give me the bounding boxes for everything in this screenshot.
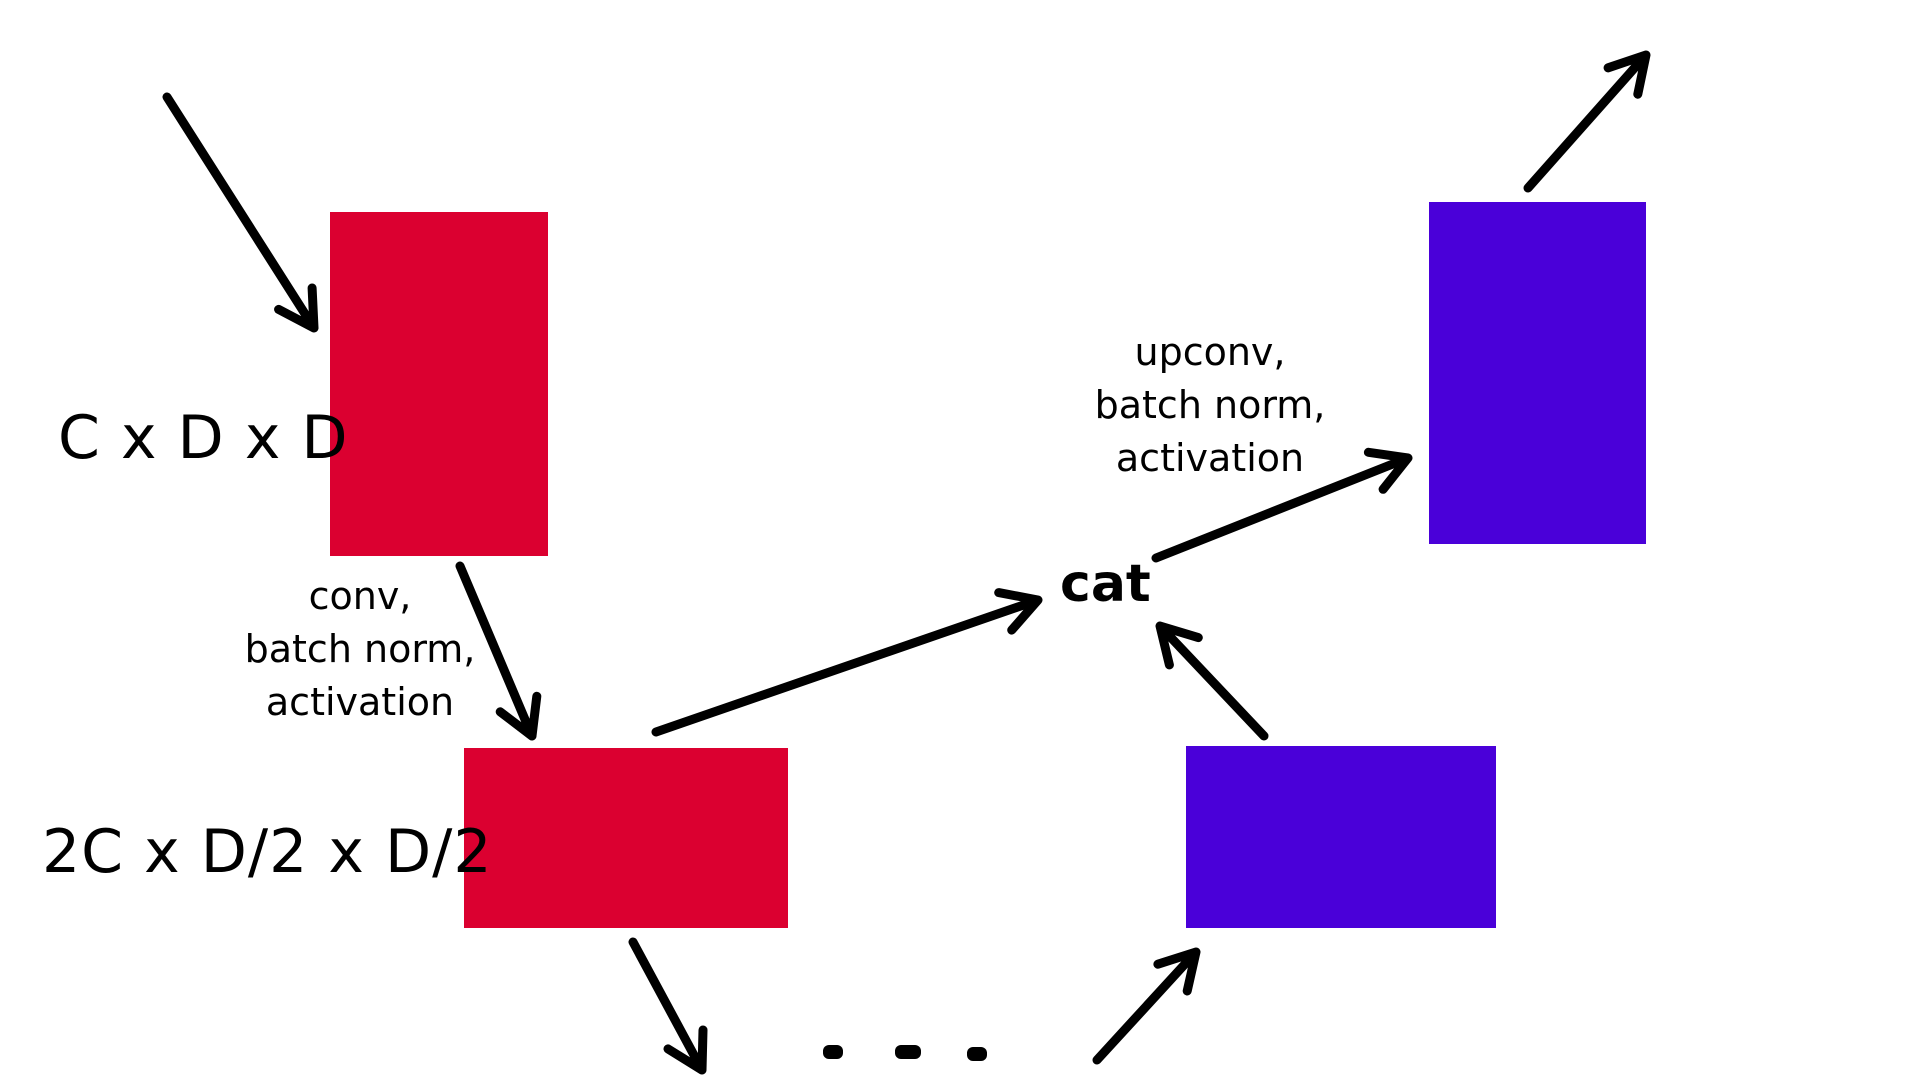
- down-op-label: conv, batch norm, activation: [245, 570, 476, 729]
- down-op-line-2: batch norm,: [244, 627, 476, 671]
- ellipsis-dot-1: [823, 1045, 843, 1059]
- encoder-block-top: [330, 212, 548, 556]
- output-arrow: [1523, 50, 1651, 193]
- up-op-label: upconv, batch norm, activation: [1095, 326, 1326, 485]
- down-op-line-1: conv,: [308, 574, 412, 618]
- decoder-to-cat-arrow: [1155, 621, 1269, 741]
- input-dims-label: C x D x D: [58, 403, 349, 473]
- cat-to-upconv-arrow: [1151, 447, 1413, 563]
- concat-label: cat: [1060, 554, 1151, 614]
- down-dims-label: 2C x D/2 x D/2: [42, 817, 493, 887]
- input-arrow: [162, 92, 319, 333]
- decoder-block-top: [1429, 202, 1646, 544]
- ellipsis-dots: [823, 1045, 987, 1061]
- down-to-bottleneck-arrow: [628, 937, 708, 1075]
- ellipsis-dot-3: [967, 1047, 987, 1061]
- up-op-line-1: upconv,: [1134, 330, 1286, 374]
- up-op-line-2: batch norm,: [1094, 383, 1326, 427]
- ellipsis-dot-2: [895, 1045, 921, 1059]
- down-op-line-3: activation: [265, 680, 455, 724]
- bottleneck-up-arrow: [1092, 947, 1201, 1065]
- conv-down-arrow: [455, 561, 542, 741]
- up-op-line-3: activation: [1115, 436, 1305, 480]
- decoder-block-bottom: [1186, 746, 1496, 928]
- encoder-block-bottom: [464, 748, 788, 928]
- skip-to-cat-arrow: [651, 588, 1043, 737]
